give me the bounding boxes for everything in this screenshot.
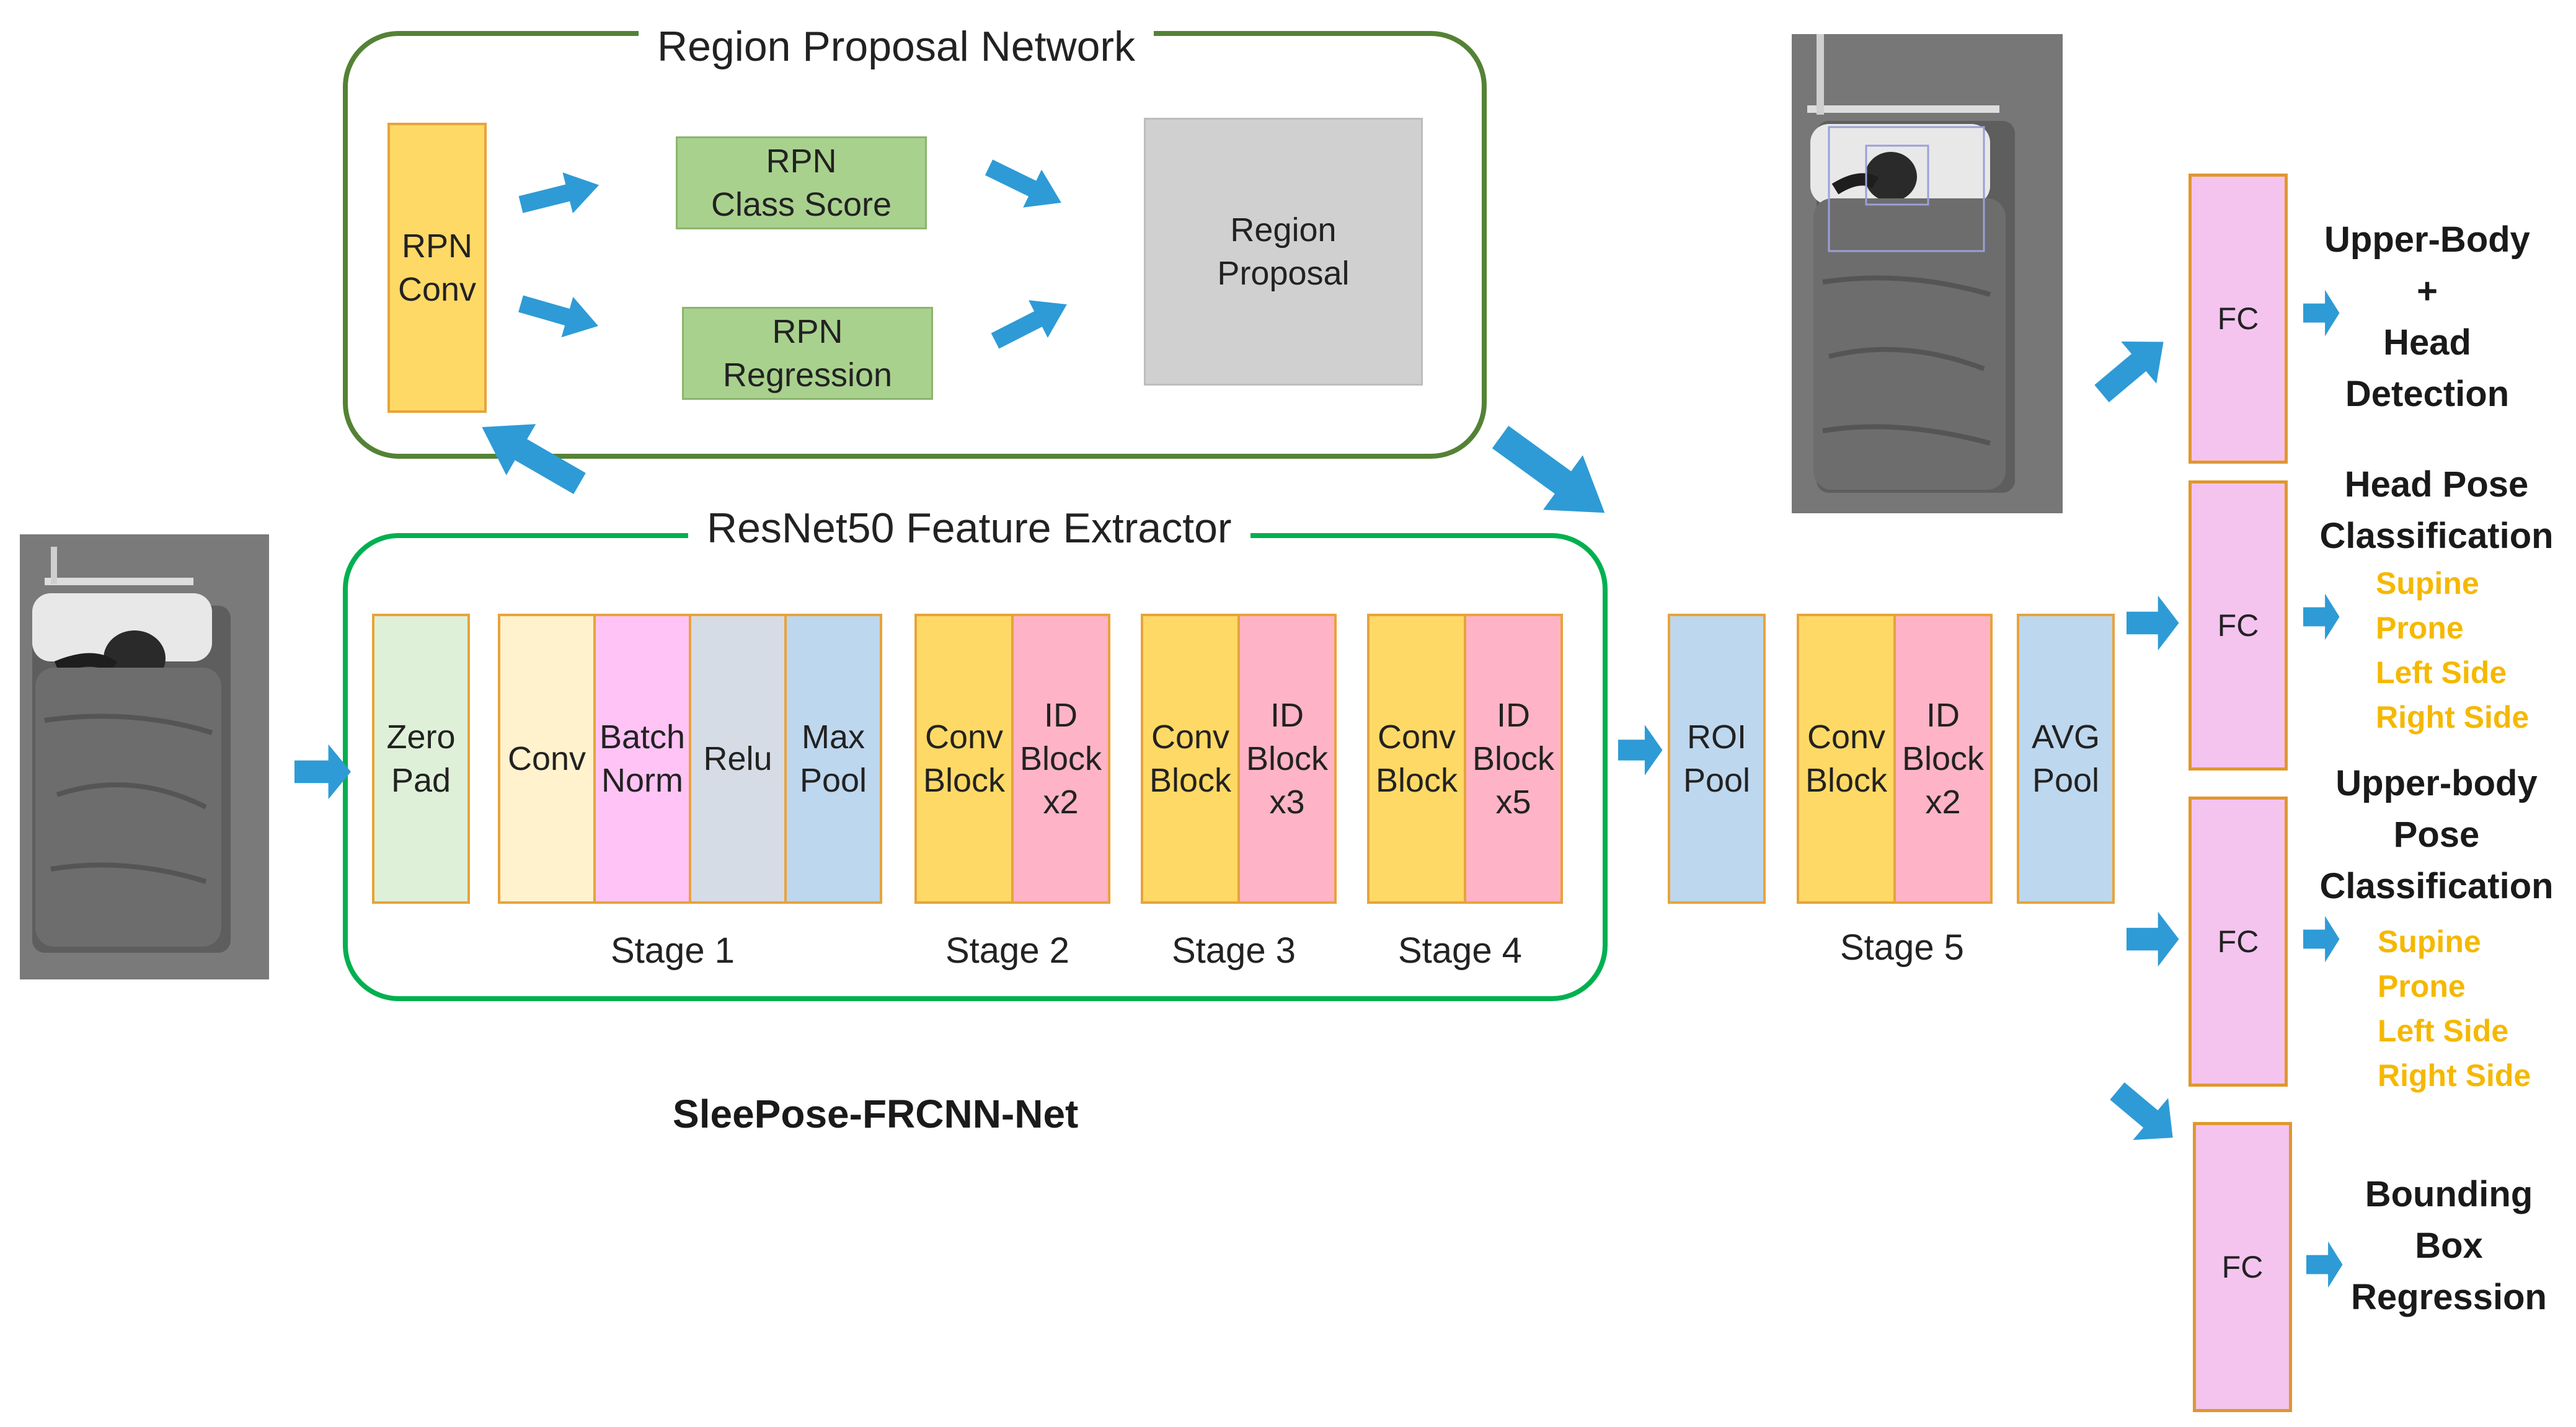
- rpn-conv-block: RPN Conv: [387, 123, 487, 413]
- bbox-output-title: Bounding Box Regression: [2351, 1174, 2547, 1317]
- head-pose-output-title: Head Pose Classification: [2319, 464, 2554, 556]
- rpn-title: Region Proposal Network: [639, 22, 1154, 71]
- stage4-label: Stage 4: [1398, 930, 1522, 971]
- arrow-to-fc-bbox: [2099, 1070, 2191, 1159]
- arrow-fc-body-pose-out: [2303, 916, 2340, 963]
- detection-result-image-drawing: [1792, 34, 2063, 513]
- detection-output-title: Upper-Body + Head Detection: [2324, 219, 2530, 414]
- fc-detection: FC: [2189, 174, 2288, 464]
- id-block-stage5: ID Block x2: [1893, 614, 1993, 904]
- arrow-fc-detection-out: [2303, 289, 2340, 337]
- conv-block-stage5: Conv Block: [1797, 614, 1896, 904]
- batch-norm-block: Batch Norm: [593, 614, 691, 904]
- arrow-to-fc-body-pose: [2127, 911, 2179, 967]
- conv-block-stage3: Conv Block: [1141, 614, 1240, 904]
- max-pool-block: Max Pool: [784, 614, 882, 904]
- stage2-label: Stage 2: [945, 930, 1069, 971]
- stage3-label: Stage 3: [1172, 930, 1296, 971]
- stage5-label: Stage 5: [1840, 927, 1964, 968]
- resnet-title: ResNet50 Feature Extractor: [688, 503, 1250, 553]
- arrow-class-to-proposal: [980, 148, 1071, 222]
- id-block-stage3: ID Block x3: [1237, 614, 1337, 904]
- fc-head-pose: FC: [2189, 480, 2288, 771]
- head-pose-classes: Supine Prone Left Side Right Side: [2376, 566, 2530, 735]
- relu-block: Relu: [689, 614, 787, 904]
- arrow-fc-bbox-out: [2306, 1241, 2343, 1288]
- stage1-label: Stage 1: [611, 930, 735, 971]
- id-block-stage4: ID Block x5: [1464, 614, 1563, 904]
- rpn-class-score-block: RPN Class Score: [676, 136, 927, 229]
- fc-bbox-regression: FC: [2193, 1122, 2292, 1412]
- arrow-stage4-to-roi: [1618, 725, 1663, 775]
- detection-result-image: [1792, 34, 2063, 513]
- input-sleep-image-drawing: [20, 534, 269, 979]
- region-proposal-block: Region Proposal: [1144, 118, 1423, 386]
- rpn-regression-block: RPN Regression: [682, 307, 933, 400]
- arrow-features-to-rpn: [467, 401, 595, 510]
- body-pose-output-title: Upper-body Pose Classification: [2319, 763, 2554, 906]
- fc-body-pose: FC: [2189, 797, 2288, 1087]
- input-sleep-image: [20, 534, 269, 979]
- arrow-conv-to-class: [515, 164, 604, 225]
- avg-pool-block: AVG Pool: [2017, 614, 2115, 904]
- arrow-fc-head-pose-out: [2303, 593, 2340, 640]
- arrow-input-to-network: [294, 744, 351, 800]
- arrow-to-fc-detection: [2084, 320, 2181, 415]
- arrow-conv-to-regression: [515, 283, 604, 347]
- arrow-proposal-to-roi: [1481, 409, 1625, 541]
- network-caption: SleePose-FRCNN-Net: [673, 1092, 1079, 1136]
- body-pose-classes: Supine Prone Left Side Right Side: [2378, 924, 2531, 1093]
- arrow-to-fc-head-pose: [2127, 595, 2179, 651]
- arrow-regression-to-proposal: [985, 285, 1077, 360]
- roi-pool-block: ROI Pool: [1668, 614, 1766, 904]
- id-block-stage2: ID Block x2: [1011, 614, 1110, 904]
- zero-pad-block: Zero Pad: [372, 614, 470, 904]
- conv-block-stage1: Conv: [498, 614, 596, 904]
